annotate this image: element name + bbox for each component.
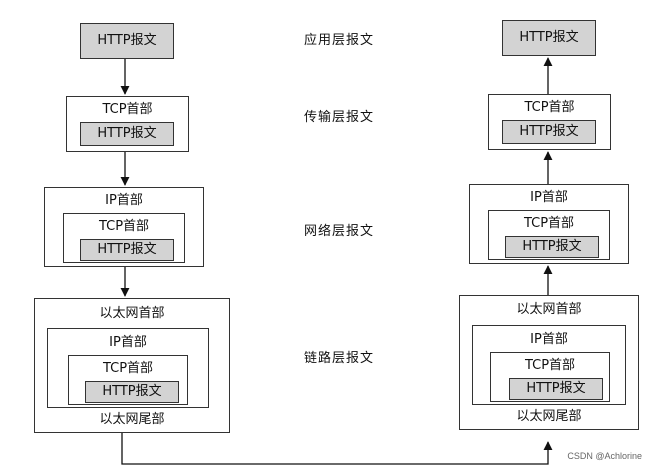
right-link-eth-tail-label: 以太网尾部 [516, 409, 582, 424]
left-link-eth-tail-label: 以太网尾部 [99, 412, 165, 427]
left-app-http-box [80, 23, 174, 59]
right-app-http-box [502, 20, 596, 56]
right-transport-http-label: HTTP报文 [519, 124, 579, 139]
watermark: CSDN @Achlorine [567, 451, 642, 461]
right-link-ip-label: IP首部 [530, 332, 568, 347]
right-link-eth-head-label: 以太网首部 [516, 302, 582, 317]
left-network-ip-label: IP首部 [105, 193, 143, 208]
right-network-http-label: HTTP报文 [522, 239, 582, 254]
left-transport-http-label: HTTP报文 [97, 126, 157, 141]
left-transport-http-box [80, 122, 174, 146]
left-link-http-label: HTTP报文 [102, 384, 162, 399]
right-network-http-box [505, 236, 599, 258]
layer-label-network: 网络层报文 [304, 224, 375, 239]
left-network-http-box [80, 239, 174, 261]
layer-label-transport: 传输层报文 [304, 110, 375, 125]
right-network-tcp-label: TCP首部 [523, 216, 575, 231]
left-link-eth-head-label: 以太网首部 [99, 306, 165, 321]
left-app-http-label: HTTP报文 [97, 33, 157, 48]
right-network-ip-label: IP首部 [530, 190, 568, 205]
left-transport-tcp-label: TCP首部 [102, 102, 153, 117]
right-transport-tcp-label: TCP首部 [524, 100, 575, 115]
right-link-http-box [509, 378, 603, 400]
right-transport-http-box [502, 120, 596, 144]
left-network-http-label: HTTP报文 [97, 242, 157, 257]
layer-label-link: 链路层报文 [304, 351, 375, 366]
bottom-link-path [121, 433, 553, 465]
left-link-ip-label: IP首部 [109, 335, 147, 350]
layer-label-application: 应用层报文 [304, 33, 375, 48]
left-network-tcp-label: TCP首部 [98, 219, 150, 234]
right-link-http-label: HTTP报文 [526, 381, 586, 396]
left-link-http-box [85, 381, 179, 403]
right-app-http-label: HTTP报文 [519, 30, 579, 45]
right-link-tcp-label: TCP首部 [524, 358, 576, 373]
left-link-tcp-label: TCP首部 [102, 361, 154, 376]
